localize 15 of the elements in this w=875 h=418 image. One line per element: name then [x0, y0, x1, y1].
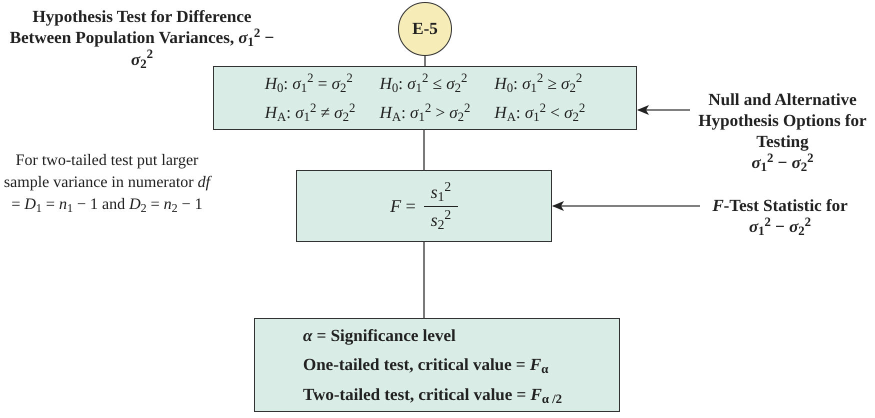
arrow	[637, 105, 690, 115]
formula-text: F =	[390, 194, 416, 218]
connector-line	[423, 130, 425, 170]
note-text: For two-tailed test put larger sample variance in numerator df = D$_{1}$ = n$_{1}$ − 1 and D$_{2}$ = n$_{2}$ − 1	[4, 152, 210, 213]
process-box	[296, 170, 552, 242]
process-box	[213, 66, 637, 130]
connector-line	[423, 242, 425, 318]
process-box	[254, 318, 620, 412]
arrow	[552, 201, 700, 211]
annotation-text: F-Test Statistic for	[712, 194, 848, 216]
node-label: E-5	[412, 18, 438, 40]
rule-text: Two-tailed test, critical value = F$_{α /2}$	[303, 384, 564, 408]
rule-text: α = Significance level	[303, 324, 457, 347]
rule-text: One-tailed test, critical value = F$_{α}$	[303, 354, 550, 378]
connector-line	[424, 56, 426, 66]
